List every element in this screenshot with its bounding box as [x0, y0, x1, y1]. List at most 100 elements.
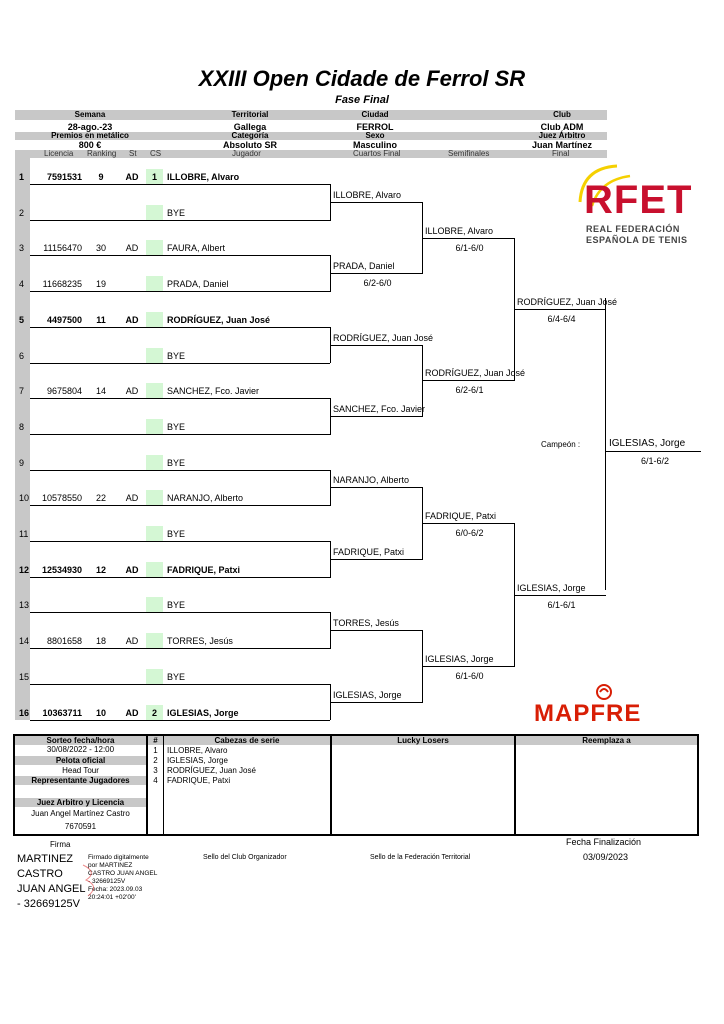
sf-line — [422, 380, 514, 382]
col-final: Final — [552, 149, 570, 158]
seed-box — [146, 668, 163, 684]
player-name: BYE — [167, 350, 186, 361]
seed-name: IGLESIAS, Jorge — [167, 756, 228, 765]
page-subtitle: Fase Final — [335, 94, 389, 106]
qf-winner: IGLESIAS, Jorge — [333, 689, 402, 700]
player-status: AD — [125, 314, 139, 325]
fecha-finalizacion-label: Fecha Finalización — [566, 837, 642, 847]
qf-winner: PRADA, Daniel — [333, 261, 395, 272]
rep-label: Representante Jugadores — [15, 776, 146, 785]
premios-value: 800 € — [78, 140, 102, 150]
seed-box — [146, 597, 163, 613]
seed-box — [146, 454, 163, 470]
qf-line — [330, 487, 422, 489]
seed-position: 12 — [19, 564, 30, 575]
pelota-value: Head Tour — [62, 766, 99, 775]
seed-box — [146, 526, 163, 541]
seed-box — [146, 311, 163, 327]
sig-detail-line: 20:24:01 +02'00' — [88, 894, 136, 901]
rfet-line1: REAL FEDERACIÓN — [586, 224, 680, 234]
ciudad-label: Ciudad — [361, 110, 389, 119]
champion-line — [605, 451, 701, 452]
seed-name: ILLOBRE, Alvaro — [167, 746, 228, 755]
seed-position: 13 — [19, 600, 30, 611]
player-seed: 2 — [151, 707, 157, 718]
player-status: AD — [125, 564, 139, 575]
divider-2 — [163, 734, 164, 836]
col-cuartos: Cuartos Final — [353, 149, 401, 158]
player-line — [30, 291, 330, 293]
juez-lic-name: Juan Angel Martínez Castro — [31, 809, 130, 818]
player-status: AD — [125, 172, 139, 182]
col-ranking: Ranking — [87, 149, 117, 158]
seed-position: 1 — [19, 172, 25, 182]
player-ranking: 9 — [98, 172, 104, 182]
sig-detail-line: CASTRO JUAN ANGEL — [88, 870, 158, 877]
sexo-label: Sexo — [365, 131, 385, 140]
club-label: Club — [553, 110, 571, 119]
signature-detail: Firmado digitalmente por MARTINEZ CASTRO… — [88, 854, 157, 902]
player-name: BYE — [167, 529, 186, 539]
final-winner: IGLESIAS, Jorge — [517, 582, 586, 593]
ciudad-value: FERROL — [356, 122, 394, 132]
sf-winner: IGLESIAS, Jorge — [425, 653, 494, 664]
player-line — [30, 184, 330, 185]
row-number-strip — [15, 158, 30, 720]
mapfre-logo: MAPFRE — [532, 682, 677, 727]
player-status: AD — [125, 636, 139, 647]
reemplaza-label: Reemplaza a — [516, 736, 697, 745]
player-licencia: 4497500 — [46, 314, 82, 325]
sig-name-line: MARTINEZ — [17, 853, 74, 865]
player-name: RODRÍGUEZ, Juan José — [167, 314, 271, 325]
col-st: St — [129, 149, 137, 158]
seed-box — [146, 240, 163, 256]
player-licencia: 11156470 — [43, 243, 82, 254]
mapfre-emblem-icon — [596, 684, 612, 700]
sf-winner: ILLOBRE, Alvaro — [425, 225, 494, 236]
sexo-value: Masculino — [352, 140, 397, 150]
bottom-panel — [13, 734, 699, 836]
club-value: Club ADM — [540, 122, 584, 132]
rfet-logo: RFET REAL FEDERACIÓN ESPAÑOLA DE TENIS — [572, 162, 702, 252]
col-semis: Semifinales — [448, 149, 490, 158]
sig-detail-line: - 32669125V — [88, 878, 126, 885]
info-bar-2 — [15, 132, 607, 140]
seed-position: 4 — [19, 279, 25, 290]
lucky-label: Lucky Losers — [332, 736, 514, 745]
seed-box — [146, 169, 163, 184]
seed-position: 8 — [19, 421, 25, 432]
player-ranking: 14 — [95, 386, 106, 397]
divider-3 — [330, 734, 332, 836]
seed-box — [146, 633, 163, 649]
divider-1 — [146, 734, 148, 836]
seed-position: 2 — [19, 207, 25, 218]
seed-box — [146, 704, 163, 720]
player-licencia: 7591531 — [46, 172, 82, 182]
qf-winner: RODRÍGUEZ, Juan José — [333, 332, 434, 343]
rfet-line2: ESPAÑOLA DE TENIS — [586, 235, 688, 245]
col-cs: CS — [150, 149, 162, 158]
signature-name: MARTINEZ CASTRO JUAN ANGEL - 32669125V — [17, 852, 85, 912]
semana-label: Semana — [74, 110, 106, 119]
champion-score: 6/1-6/2 — [640, 456, 670, 466]
pelota-label: Pelota oficial — [15, 756, 146, 765]
sf-score: 6/0-6/2 — [455, 528, 484, 539]
player-line — [30, 398, 330, 400]
col-jugador: Jugador — [232, 149, 261, 158]
juez-label: Juez Árbitro — [538, 131, 586, 140]
seed-box — [146, 383, 163, 399]
sig-name-line: - 32669125V — [17, 898, 80, 910]
sf-score: 6/1-6/0 — [455, 242, 484, 253]
sf-line — [422, 237, 514, 239]
champion-bracket-line — [605, 298, 606, 590]
player-line — [30, 505, 330, 507]
seed-box — [146, 347, 163, 363]
player-name: SANCHEZ, Fco. Javier — [167, 386, 260, 397]
seed-position: 7 — [19, 386, 25, 397]
tennis-ball-icon — [578, 164, 631, 207]
seed-box — [146, 204, 163, 220]
player-line — [30, 219, 330, 221]
player-line — [30, 683, 330, 685]
player-line — [30, 255, 330, 257]
sorteo-value: 30/08/2022 - 12:00 — [46, 745, 115, 754]
